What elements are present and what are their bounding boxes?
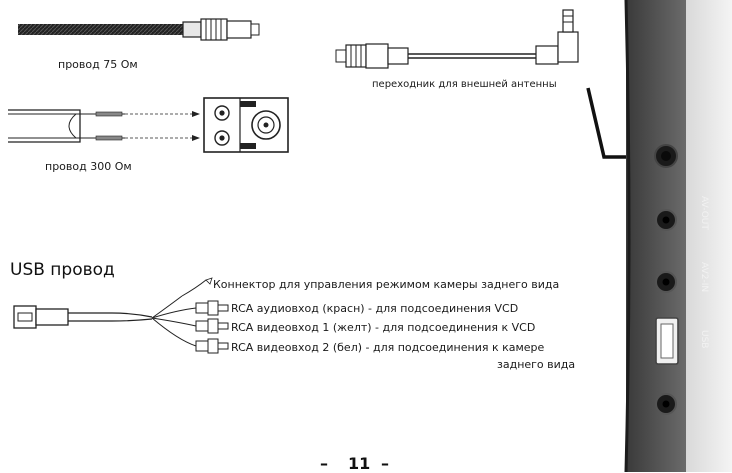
usb-wire-camera-control-label: Коннектор для управления режимом камеры … <box>213 278 560 291</box>
coax-75-cable-icon <box>18 18 260 41</box>
port-label-usb: USB <box>699 330 709 349</box>
port-label-av-out: AV-OUT <box>699 196 709 230</box>
usb-wire-video2-label-cont: заднего вида <box>497 358 576 371</box>
device-side-panel <box>624 0 732 472</box>
twin-lead-300-cable-icon <box>8 97 289 153</box>
cable-300-label: провод 300 Ом <box>45 160 132 173</box>
page-number: 11 <box>348 454 371 473</box>
usb-section-heading: USB провод <box>10 260 115 280</box>
page-number-left-dash: – <box>320 454 328 473</box>
port-label-av2-in: AV2-IN <box>699 262 709 293</box>
antenna-adapter-icon <box>335 9 579 69</box>
usb-wire-video2-label: RCA видеовход 2 (бел) - для подсоединени… <box>231 341 545 354</box>
usb-wire-video1-label: RCA видеовход 1 (желт) - для подсоединен… <box>231 321 536 334</box>
cable-75-label: провод 75 Ом <box>58 58 138 71</box>
usb-wire-audio-label: RCA аудиовход (красн) - для подсоединени… <box>231 302 519 315</box>
page-number-right-dash: – <box>381 454 389 473</box>
usb-harness-icon <box>13 277 229 354</box>
adapter-label: переходник для внешней антенны <box>372 79 557 90</box>
